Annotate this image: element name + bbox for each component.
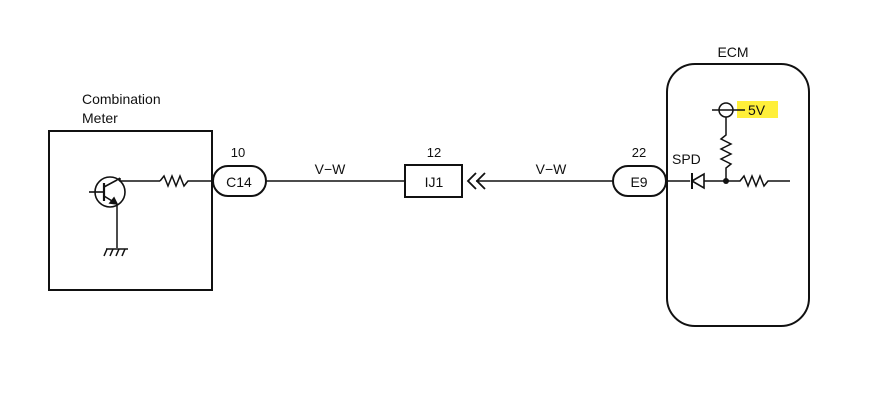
connector-c14: 10 C14 (212, 145, 267, 197)
wire-right-color: V−W (536, 161, 568, 177)
supply-label: 5V (748, 102, 766, 118)
combination-meter-title-line2: Meter (82, 110, 118, 126)
ground-icon (103, 248, 128, 257)
combination-meter: Combination Meter (48, 91, 213, 291)
combination-meter-title-line1: Combination (82, 91, 161, 107)
connector-e9-name: E9 (630, 174, 647, 190)
resistor-symbol (159, 173, 213, 189)
internal-resistor-symbol (726, 173, 790, 189)
junction-ij1: 12 IJ1 (404, 145, 463, 198)
junction-ij1-pin: 12 (427, 145, 441, 160)
junction-ij1-name: IJ1 (425, 174, 444, 190)
spd-label: SPD (672, 151, 701, 167)
supply-highlight (737, 101, 778, 118)
connector-c14-name: C14 (226, 174, 252, 190)
wire-left-color: V−W (315, 161, 347, 177)
ecm-title: ECM (717, 44, 748, 60)
ecm-box (666, 63, 810, 327)
connector-c14-pin: 10 (231, 145, 245, 160)
collector-wire (119, 178, 160, 182)
pullup-resistor-symbol (719, 117, 733, 181)
ecm: ECM 5V SPD (666, 44, 810, 327)
connector-e9: 22 E9 (612, 145, 667, 197)
combination-meter-box (48, 130, 213, 291)
diode-symbol (690, 172, 726, 190)
connector-e9-pin: 22 (632, 145, 646, 160)
